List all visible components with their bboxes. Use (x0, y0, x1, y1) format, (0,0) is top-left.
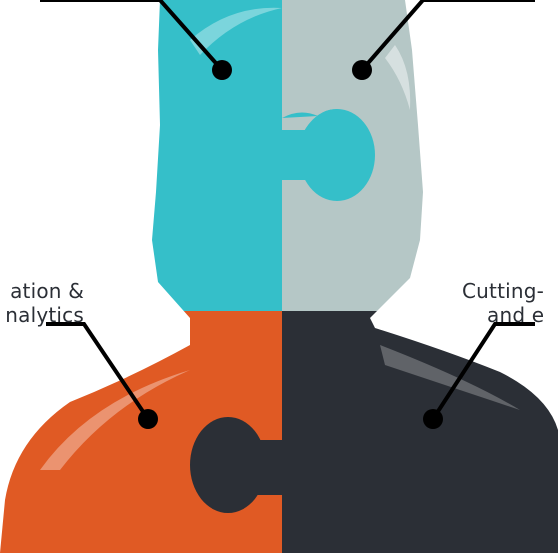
body-knob-dark (190, 417, 266, 513)
connector-line-top-left (40, 0, 224, 72)
connector-dot-bottom-right (423, 409, 443, 429)
connector-line-top-right (360, 0, 535, 72)
label-bottom-right-line1: Cutting- (462, 279, 545, 303)
head-left-piece (0, 0, 282, 311)
label-bottom-left-line1: ation & (10, 279, 84, 303)
head-highlight-left (190, 7, 282, 55)
connectors (40, 0, 535, 429)
head-knob-teal-neck (282, 130, 312, 180)
connector-line-bottom-left (46, 322, 150, 421)
label-bottom-left-line2: nalytics (5, 303, 84, 327)
head-knob-teal-round (299, 109, 375, 201)
label-bottom-right: Cutting- and e (462, 279, 544, 327)
body-knob-dark-neck (250, 440, 284, 495)
connector-dot-bottom-left (138, 409, 158, 429)
body-right-piece (282, 311, 558, 553)
shoulder-highlight-left (40, 370, 190, 470)
label-bottom-right-line2: and e (487, 303, 545, 327)
shoulder-highlight-right (380, 345, 520, 410)
connector-dot-top-right (352, 60, 372, 80)
connector-line-bottom-right (431, 322, 535, 421)
connector-dot-top-left (212, 60, 232, 80)
head-highlight-right (385, 45, 411, 110)
label-bottom-left: ation & nalytics (5, 279, 84, 327)
